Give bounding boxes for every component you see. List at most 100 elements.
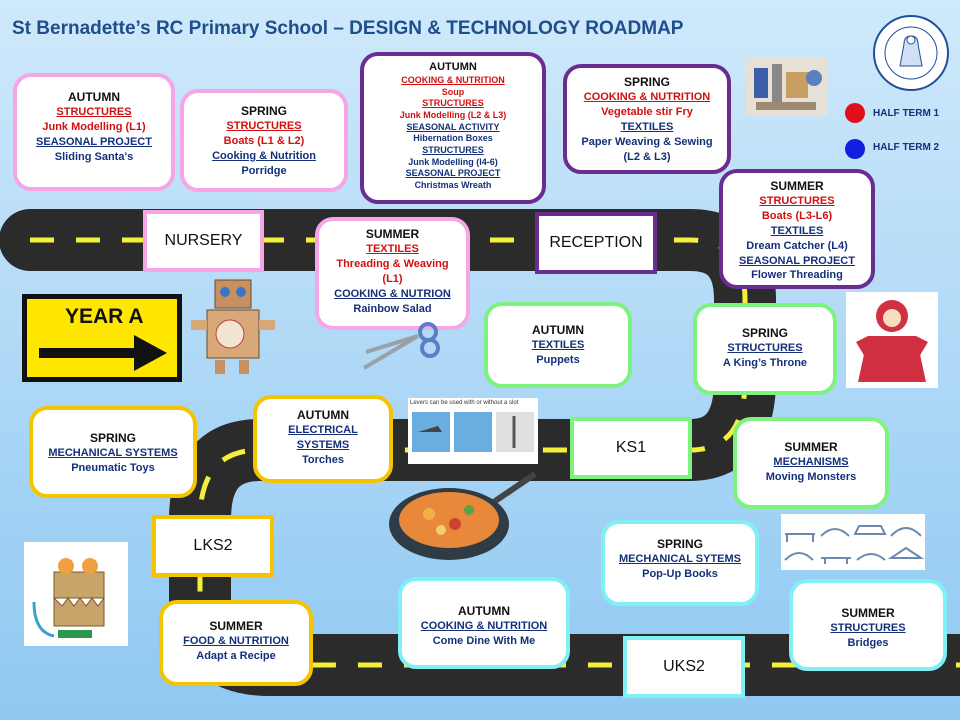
subject-label: SEASONAL PROJECT	[36, 135, 152, 148]
legend-label-half-term-1: HALF TERM 1	[873, 108, 940, 119]
uks2-summer-bubble: SUMMER STRUCTURES Bridges	[789, 579, 947, 671]
project-label: Junk Modelling (l4-6)	[408, 156, 498, 167]
subject-label: COOKING & NUTRION	[334, 287, 451, 300]
subject-label: TEXTILES	[366, 243, 419, 256]
scissors-icon	[356, 322, 446, 374]
reception-spring-bubble: SPRING COOKING & NUTRITION Vegetable sti…	[563, 64, 731, 174]
project-label: Junk Modelling (L2 & L3)	[399, 109, 507, 120]
stage-reception: RECEPTION	[535, 212, 657, 274]
subject-label: MECHANICAL SYTEMS	[618, 553, 742, 566]
subject-label: STRUCTURES	[422, 98, 484, 109]
school-logo	[872, 14, 950, 92]
uks2-autumn-bubble: AUTUMN COOKING & NUTRITION Come Dine Wit…	[398, 577, 570, 669]
subject-label: TEXTILES	[620, 120, 674, 133]
uks2-spring-bubble: SPRING MECHANICAL SYTEMS Pop-Up Books	[601, 520, 759, 606]
term-label: AUTUMN	[458, 604, 510, 618]
stage-uks2: UKS2	[623, 636, 745, 698]
project-label: Dream Catcher (L4)	[746, 239, 848, 252]
lks2-autumn-bubble: AUTUMN ELECTRICAL SYSTEMS Torches	[253, 395, 393, 483]
term-label: AUTUMN	[429, 61, 477, 73]
ks1-summer-bubble: SUMMER MECHANISMS Moving Monsters	[733, 417, 889, 509]
bridges-picture	[781, 514, 925, 570]
term-label: SPRING	[240, 104, 287, 118]
project-label: Threading & Weaving	[336, 258, 449, 271]
subject-label: COOKING & NUTRITION	[583, 91, 711, 104]
term-label: SPRING	[656, 537, 703, 551]
stage-ks1: KS1	[570, 417, 692, 479]
subject-label: STRUCTURES	[830, 622, 906, 635]
project-label: Vegetable stir Fry	[601, 106, 693, 119]
lks2-summer-bubble: SUMMER FOOD & NUTRITION Adapt a Recipe	[159, 600, 313, 686]
year-a-sign: YEAR A	[22, 294, 182, 382]
levers-diagram: Levers can be used with or without a slo…	[408, 398, 538, 464]
nursery-autumn-bubble: AUTUMN STRUCTURES Junk Modelling (L1) SE…	[13, 73, 175, 191]
term-label: AUTUMN	[68, 90, 120, 104]
term-label: SPRING	[741, 326, 788, 340]
subject-label: STRUCTURES	[727, 342, 803, 355]
nursery-summer-bubble: SUMMER TEXTILES Threading & Weaving (L1)…	[315, 217, 470, 330]
year-a-label: YEAR A	[65, 305, 144, 328]
project-label: Christmas Wreath	[414, 180, 492, 191]
stage-lks2: LKS2	[152, 515, 274, 577]
term-label: SUMMER	[784, 440, 838, 454]
ks1-spring-bubble: SPRING STRUCTURES A King’s Throne	[693, 303, 837, 395]
reception-autumn-bubble: AUTUMN COOKING & NUTRITION Soup STRUCTUR…	[360, 52, 546, 204]
nursery-spring-bubble: SPRING STRUCTURES Boats (L1 & L2) Cookin…	[180, 89, 348, 192]
legend-label-half-term-2: HALF TERM 2	[873, 142, 940, 153]
subject-label: STRUCTURES	[56, 106, 132, 119]
legend-dot-half-term-1	[845, 103, 865, 123]
project-label: A King’s Throne	[722, 357, 808, 370]
subject-label: Cooking & Nutrition	[212, 149, 316, 162]
term-label: AUTUMN	[532, 323, 584, 337]
junk-model-photo	[746, 58, 828, 116]
project-label: Adapt a Recipe	[196, 650, 276, 663]
project-label: Junk Modelling (L1)	[42, 121, 146, 134]
project-label: Come Dine With Me	[432, 635, 536, 648]
project-label: Flower Threading	[751, 269, 843, 282]
project-label: Rainbow Salad	[353, 302, 432, 315]
subject-label: TEXTILES	[770, 224, 824, 237]
project-label: Sliding Santa's	[54, 150, 134, 163]
legend-dot-half-term-2	[845, 139, 865, 159]
subject-label: MECHANISMS	[773, 456, 849, 469]
arrow-right-icon	[39, 335, 167, 371]
project-label: (L2 & L3)	[623, 150, 671, 163]
project-label: Moving Monsters	[765, 471, 857, 484]
subject-label: SEASONAL ACTIVITY	[406, 121, 500, 132]
subject-label: MECHANICAL SYSTEMS	[48, 447, 178, 460]
project-label: Torches	[302, 453, 344, 466]
project-label: Paper Weaving & Sewing	[581, 135, 713, 148]
subject-label: COOKING & NUTRITION	[420, 620, 548, 633]
subject-label: ELECTRICAL	[288, 424, 358, 437]
subject-label: COOKING & NUTRITION	[401, 74, 505, 85]
stir-fry-pan-picture	[385, 468, 545, 568]
project-label: Porridge	[241, 164, 287, 177]
robot-junk-model-picture	[185, 276, 279, 376]
levers-caption: Levers can be used with or without a slo…	[410, 400, 519, 406]
term-label: SUMMER	[209, 619, 263, 633]
project-label: Boats (L3-L6)	[761, 210, 833, 223]
page-title: St Bernadette’s RC Primary School – DESI…	[12, 18, 684, 39]
reception-summer-bubble: SUMMER STRUCTURES Boats (L3-L6) TEXTILES…	[719, 169, 875, 289]
term-label: AUTUMN	[297, 408, 349, 422]
project-label: Pop-Up Books	[642, 568, 718, 581]
subject-label: SEASONAL PROJECT	[405, 168, 501, 179]
subject-label: STRUCTURES	[422, 144, 484, 155]
lks2-spring-bubble: SPRING MECHANICAL SYSTEMS Pneumatic Toys	[29, 406, 197, 498]
project-label: Puppets	[536, 354, 580, 367]
subject-label: SEASONAL PROJECT	[739, 254, 855, 267]
project-label: Bridges	[847, 637, 889, 650]
subject-label: STRUCTURES	[759, 195, 835, 208]
subject-label: SYSTEMS	[296, 439, 350, 452]
term-label: SPRING	[623, 75, 670, 89]
project-label: Pneumatic Toys	[71, 462, 155, 475]
term-label: SPRING	[89, 431, 136, 445]
subject-label: TEXTILES	[531, 339, 585, 352]
pneumatic-monster-photo	[24, 542, 128, 646]
ks1-autumn-bubble: AUTUMN TEXTILES Puppets	[484, 302, 632, 388]
project-label: Hibernation Boxes	[413, 133, 493, 144]
term-label: SUMMER	[770, 179, 824, 193]
subject-label: STRUCTURES	[226, 120, 302, 133]
project-label: Boats (L1 & L2)	[223, 135, 305, 148]
subject-label: FOOD & NUTRITION	[183, 635, 289, 648]
